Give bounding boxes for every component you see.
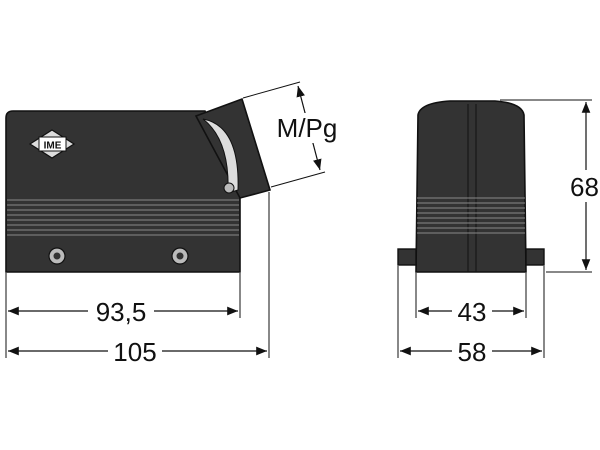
dim-label-43: 43	[458, 297, 487, 327]
front-foot-right	[525, 248, 545, 266]
dim-label-93-5: 93,5	[96, 297, 147, 327]
dim-label-105: 105	[113, 337, 156, 367]
side-fixing-screw-right	[171, 247, 189, 265]
dim-label-58: 58	[458, 337, 487, 367]
ime-logo-text: IME	[44, 141, 62, 152]
ime-logo: IME	[28, 129, 76, 159]
side-view-ribs	[7, 199, 239, 236]
entry-screw	[223, 182, 235, 194]
front-foot-left	[397, 248, 417, 266]
side-view-hood-body	[5, 110, 241, 273]
dim-label-68: 68	[570, 172, 599, 202]
dim-label-m-pg: M/Pg	[277, 113, 338, 143]
side-fixing-screw-left	[48, 247, 66, 265]
front-view: 43 58 68	[397, 99, 600, 367]
front-view-ribs	[417, 197, 525, 234]
side-view: IME 93,5 105 M/Pg	[5, 81, 342, 367]
front-view-dome	[415, 100, 527, 273]
